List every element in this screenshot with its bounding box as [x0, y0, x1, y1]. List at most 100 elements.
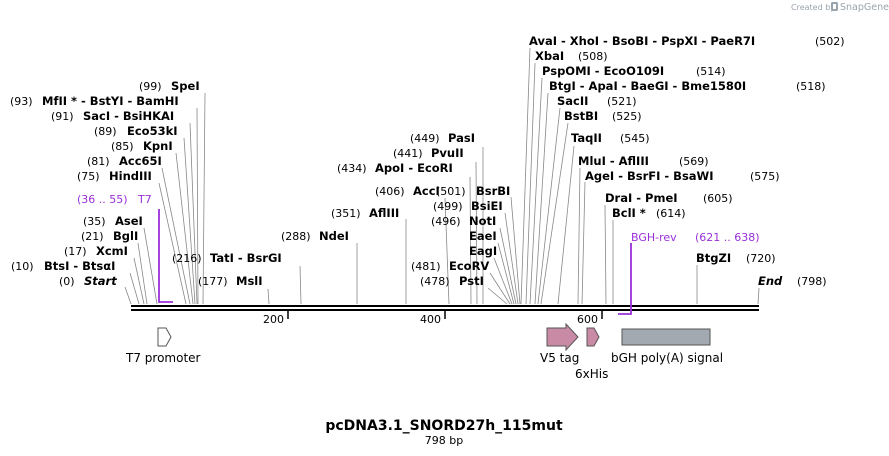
t7-promoter-label: T7 promoter	[125, 351, 201, 365]
site-pos: (216)	[172, 252, 202, 265]
site-pos: (351)	[331, 207, 361, 220]
site-bgli[interactable]: BglI	[113, 229, 138, 243]
site-pos: (521)	[607, 95, 637, 108]
6xhis-label: 6xHis	[575, 367, 608, 381]
site-bstbi[interactable]: BstBI	[564, 109, 598, 123]
t7-primer-arrow	[158, 209, 173, 303]
site-pos: (91)	[51, 110, 74, 123]
site-pos: (798)	[797, 275, 827, 288]
t7-primer-range: (36 .. 55)	[77, 193, 128, 206]
site-xcmi[interactable]: XcmI	[96, 244, 128, 258]
site-pos: (99)	[139, 80, 162, 93]
brand-created-by: Created by	[791, 3, 835, 12]
site-taqii[interactable]: TaqII	[571, 131, 602, 145]
ruler-ticks	[287, 310, 603, 319]
bgh-rev-primer-range: (621 .. 638)	[695, 231, 760, 244]
sequence-length: 798 bp	[425, 434, 463, 447]
site-pos: (85)	[111, 140, 134, 153]
sequence-title: pcDNA3.1_SNORD27h_115mut	[325, 418, 563, 434]
site-pos: (525)	[612, 110, 642, 123]
site-end[interactable]: End	[758, 274, 783, 288]
site-pos: (441)	[393, 147, 423, 160]
site-pos: (434)	[337, 162, 367, 175]
site-bcli[interactable]: BclI *	[612, 206, 646, 220]
site-msli[interactable]: MslI	[236, 274, 263, 288]
site-asei[interactable]: AseI	[115, 214, 143, 228]
site-pos: (10)	[11, 260, 34, 273]
site-xbai[interactable]: XbaI	[535, 49, 564, 63]
site-bsrbi[interactable]: BsrBI	[476, 184, 510, 198]
site-drai[interactable]: DraI - PmeI	[605, 191, 678, 205]
site-avai[interactable]: AvaI - XhoI - BsoBI - PspXI - PaeR7I	[529, 34, 755, 48]
site-pos: (518)	[796, 80, 826, 93]
site-afliii[interactable]: AflIII	[369, 206, 399, 220]
site-pos: (545)	[620, 132, 650, 145]
site-btsi[interactable]: BtsI - BtsαI	[44, 259, 115, 273]
ruler-label-200: 200	[263, 313, 284, 326]
site-pos: (499)	[433, 200, 463, 213]
site-bsiei[interactable]: BsiEI	[471, 199, 503, 213]
site-pos: (93)	[10, 95, 33, 108]
site-saci[interactable]: SacI - BsiHKAI	[83, 109, 174, 123]
site-noti[interactable]: NotI	[469, 214, 496, 228]
site-mlui[interactable]: MluI - AflIII	[578, 154, 649, 168]
site-mfli[interactable]: MfII * - BstYI - BamHI	[42, 94, 179, 108]
6xhis-feature[interactable]	[586, 327, 600, 347]
site-pos: (481)	[411, 260, 441, 273]
site-acci[interactable]: AccI	[413, 184, 440, 198]
site-hindiii[interactable]: HindIII	[109, 169, 152, 183]
site-pos: (614)	[656, 207, 686, 220]
v5-tag-feature[interactable]	[546, 322, 579, 352]
ruler-label-400: 400	[420, 313, 441, 326]
site-psti[interactable]: PstI	[459, 274, 484, 288]
site-apoi[interactable]: ApoI - EcoRI	[375, 161, 453, 175]
site-start[interactable]: Start	[84, 274, 117, 288]
site-acc65i[interactable]: Acc65I	[119, 154, 162, 168]
site-pos: (514)	[696, 65, 726, 78]
site-pos: (177)	[198, 275, 228, 288]
site-ndei[interactable]: NdeI	[319, 229, 349, 243]
site-pos: (501)	[436, 185, 466, 198]
site-pos: (288)	[281, 230, 311, 243]
site-btgi[interactable]: BtgI - ApaI - BaeGI - Bme1580I	[549, 79, 746, 93]
site-spei[interactable]: SpeI	[171, 79, 200, 93]
site-pos: (81)	[87, 155, 110, 168]
site-pos: (496)	[431, 215, 461, 228]
site-pos: (406)	[375, 185, 405, 198]
bgh-rev-primer-name: BGH-rev	[631, 231, 677, 244]
site-pos: (35)	[83, 215, 106, 228]
site-sacii[interactable]: SacII	[557, 94, 588, 108]
leader-lines	[124, 47, 760, 305]
site-eagi[interactable]: EagI	[469, 244, 497, 258]
site-pos: (720)	[746, 252, 776, 265]
site-agei[interactable]: AgeI - BsrFI - BsaWI	[585, 169, 714, 183]
site-pos: (569)	[679, 155, 709, 168]
ruler-label-600: 600	[577, 313, 598, 326]
site-eco53ki[interactable]: Eco53kI	[127, 124, 178, 138]
site-ecorv[interactable]: EcoRV	[449, 259, 489, 273]
t7-promoter-feature[interactable]	[157, 327, 172, 347]
site-kpni[interactable]: KpnI	[143, 139, 173, 153]
site-pos: (89)	[94, 125, 117, 138]
v5-tag-label: V5 tag	[540, 351, 579, 365]
site-pvuii[interactable]: PvuII	[431, 146, 464, 160]
site-pos: (502)	[815, 35, 845, 48]
site-eaei[interactable]: EaeI	[469, 229, 497, 243]
bgh-polya-feature[interactable]	[621, 328, 711, 346]
site-pos: (17)	[64, 245, 87, 258]
bgh-polya-label: bGH poly(A) signal	[611, 351, 723, 365]
bgh-rev-primer-arrow	[618, 243, 632, 315]
site-pos: (508)	[578, 50, 608, 63]
site-pos: (0)	[59, 275, 75, 288]
brand-snapgene: SnapGene	[840, 2, 889, 13]
site-pos: (449)	[410, 132, 440, 145]
t7-primer-name: T7	[137, 193, 152, 206]
site-pspomi[interactable]: PspOMI - EcoO109I	[542, 64, 664, 78]
site-pos: (21)	[81, 230, 104, 243]
site-btgzi[interactable]: BtgZI	[696, 251, 731, 265]
site-pos: (575)	[750, 170, 780, 183]
site-pos: (478)	[420, 275, 450, 288]
site-pasi[interactable]: PasI	[448, 131, 475, 145]
site-tati[interactable]: TatI - BsrGI	[210, 251, 282, 265]
